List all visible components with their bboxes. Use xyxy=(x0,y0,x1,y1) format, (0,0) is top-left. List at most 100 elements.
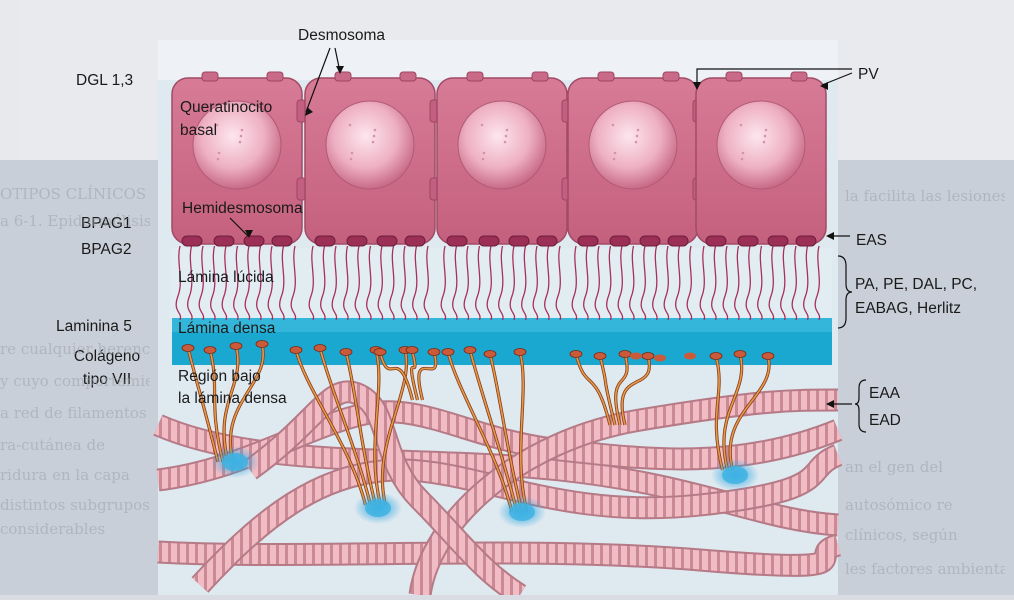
desmosome-top xyxy=(334,71,352,82)
anchoring-filaments-layer xyxy=(175,245,821,321)
anchoring-filament xyxy=(768,245,775,321)
bpag1-label: BPAG1 xyxy=(81,215,132,232)
keratinocyte-nucleus xyxy=(325,100,415,190)
nucleus-speck xyxy=(611,123,615,127)
background-text-line: re cualquier herencia xyxy=(0,340,150,358)
nucleus-speck xyxy=(635,134,639,138)
anchoring-filament xyxy=(555,245,562,321)
keratinocyte xyxy=(436,71,572,247)
anchoring-fibril xyxy=(187,347,219,463)
desmosome-top xyxy=(725,71,743,82)
collagen-fiber xyxy=(244,382,526,600)
nucleus-speck xyxy=(240,128,244,132)
anchoring-filament xyxy=(699,245,706,321)
anchoring-fibril-head xyxy=(339,348,353,356)
anchoring-fibrils-layer xyxy=(181,340,775,513)
anchoring-filament xyxy=(187,245,193,321)
nucleus-speck xyxy=(239,134,243,138)
hemidesmosome xyxy=(243,235,265,247)
anchoring-filament xyxy=(290,245,297,321)
anchoring-fibril-head xyxy=(569,350,583,358)
nucleus-speck xyxy=(238,140,242,144)
dgl-label: DGL 1,3 xyxy=(76,72,134,89)
nucleus-speck xyxy=(763,134,767,138)
keratinocyte-nucleus xyxy=(716,100,806,190)
nucleus-speck xyxy=(481,157,485,161)
anchoring-filament xyxy=(244,245,251,321)
anchoring-filament xyxy=(675,245,681,321)
keratinocyte xyxy=(304,71,440,247)
anchoring-fibril-head xyxy=(405,346,419,354)
nucleus-speck xyxy=(503,140,507,144)
lamina-densa-label: Lámina densa xyxy=(178,320,276,337)
nucleus-speck xyxy=(215,123,219,127)
anchoring-fibril xyxy=(209,349,224,463)
hemidesmosome xyxy=(577,235,599,247)
anchoring-filament xyxy=(814,245,821,321)
anchoring-fibril-head xyxy=(513,348,527,356)
nucleus-speck xyxy=(740,157,744,161)
anchoring-fibril xyxy=(469,349,518,513)
anchoring-filament xyxy=(175,245,182,321)
hemidesmosome xyxy=(346,235,368,247)
nucleus-speck xyxy=(372,134,376,138)
pv-leader-left xyxy=(696,68,852,86)
nucleus-speck xyxy=(739,123,743,127)
keratinocytes-layer xyxy=(171,71,827,247)
anchoring-fibril xyxy=(410,349,419,401)
background-text-line: a red de filamentos xyxy=(0,404,147,422)
anchoring-fibril-head xyxy=(181,344,195,352)
nucleus-speck xyxy=(504,134,508,138)
hemidesmosome xyxy=(795,235,817,247)
anchoring-fibril xyxy=(621,355,651,426)
anchoring-fibril-head xyxy=(630,352,642,360)
anchoring-fibril xyxy=(381,349,408,506)
background-text-line: ridura en la capa xyxy=(0,466,130,484)
anchoring-fibril-head xyxy=(641,352,655,360)
desmosome-leader-side xyxy=(305,47,331,113)
anchoring-filament xyxy=(366,245,372,321)
nucleus-speck xyxy=(217,151,221,155)
lamina-lucida-label: Lámina lúcida xyxy=(178,269,274,286)
anchoring-fibril-head xyxy=(255,340,269,348)
collagen-fiber xyxy=(157,535,841,575)
anchoring-filament xyxy=(267,245,274,321)
anchoring-filament xyxy=(475,245,481,321)
anchoring-fibril-head xyxy=(684,352,696,360)
anchoring-fibril xyxy=(723,353,743,471)
anchoring-plaque xyxy=(722,466,748,484)
desmosome-top xyxy=(399,71,417,82)
hemidesmosome xyxy=(536,235,558,247)
desmosome-top xyxy=(662,71,680,82)
background-text-line: considerables xyxy=(0,520,106,538)
hemidesmosome xyxy=(705,235,727,247)
anchoring-plaque xyxy=(509,503,535,521)
desmosome-top xyxy=(201,71,219,82)
keratinocyte xyxy=(567,71,703,247)
anchoring-filament xyxy=(521,245,527,321)
anchoring-filament xyxy=(377,245,384,321)
background-text-line: an el gen del xyxy=(845,458,943,476)
sublamina-arrow xyxy=(826,400,834,408)
sublamina-densa-label-line1: Región bajo xyxy=(178,368,261,385)
collagen-vii-label-line1: Colágeno xyxy=(73,348,141,365)
anchoring-filament xyxy=(486,245,493,321)
nucleus-speck xyxy=(350,151,354,155)
anchoring-filament xyxy=(571,245,578,321)
desmosome-top xyxy=(466,71,484,82)
keratinocyte xyxy=(171,71,307,247)
hemidesmosome xyxy=(376,235,398,247)
anchoring-fibril-head xyxy=(761,352,775,360)
collagen-vii-label-line2: tipo VII xyxy=(82,371,132,388)
anchoring-filament xyxy=(629,245,635,321)
anchoring-fibril xyxy=(319,347,372,506)
nucleus-speck xyxy=(762,140,766,144)
pv-arrow-left xyxy=(693,82,701,90)
anchoring-fibril xyxy=(715,355,724,471)
desmosome-top xyxy=(790,71,808,82)
hemidesmosome xyxy=(767,235,789,247)
hemidesmosome-arrow xyxy=(245,230,253,238)
nucleus-speck xyxy=(613,151,617,155)
